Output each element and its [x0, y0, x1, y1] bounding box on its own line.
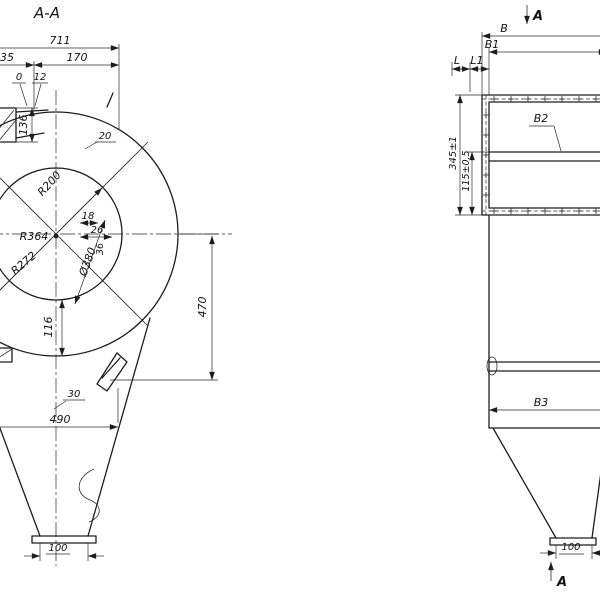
- lifting-lug: [106, 92, 114, 108]
- left-view: A-A 711 35 170 0 12 136 20 R200 18 R364 …: [0, 4, 232, 566]
- dim-label-26: 26: [91, 225, 104, 236]
- dim-label-0: 0: [16, 72, 22, 83]
- outlet-flange-left: [31, 535, 97, 544]
- radius-leader-r200: [55, 187, 103, 235]
- dim-label-100-left: 100: [48, 543, 67, 554]
- right-view: A B B1 L L1 B2 345±1 115±0.5 B3 100 A: [448, 5, 600, 590]
- dim-label-B: B: [500, 22, 508, 35]
- dim-label-116: 116: [42, 317, 55, 338]
- dia-line-380: [74, 219, 106, 305]
- right-extension-lines: [451, 32, 593, 559]
- shaft-boss: [486, 356, 498, 376]
- dim-label-711: 711: [50, 34, 71, 47]
- left-underlines: [12, 82, 116, 555]
- support-bracket: [0, 347, 13, 363]
- duct-inner-lines: [488, 151, 600, 162]
- dim-label-30: 30: [68, 389, 81, 400]
- dim-label-170: 170: [67, 51, 88, 64]
- section-label-bottom: A: [556, 575, 567, 590]
- bolt-hole-crosses-icon: [483, 96, 599, 214]
- dim-label-L1: L1: [470, 54, 483, 67]
- dim-label-B1: B1: [485, 38, 500, 51]
- radius-label-r364: R364: [20, 230, 49, 243]
- center-lines: [0, 90, 232, 566]
- dim-label-115: 115±0.5: [461, 150, 472, 191]
- inlet-flange: [0, 107, 17, 143]
- dim-label-18: 18: [82, 211, 95, 222]
- dim-label-36: 36: [95, 243, 106, 255]
- dim-label-470: 470: [196, 297, 209, 318]
- dim-label-B2: B2: [534, 112, 549, 125]
- dim-label-100-right: 100: [561, 542, 580, 553]
- section-label-top: A: [532, 9, 543, 24]
- outlet-flange-right: [549, 537, 597, 546]
- cone-outline: [0, 317, 151, 537]
- cone-side-outline: [488, 427, 600, 539]
- left-extension-lines: [16, 44, 218, 561]
- inlet-circle: [0, 167, 123, 301]
- dim-label-12: 12: [34, 72, 47, 83]
- inlet-flange-hatch-icon: [0, 109, 17, 141]
- section-title: A-A: [33, 4, 60, 22]
- right-underlines: [529, 125, 584, 555]
- radius-leader-r272: [0, 233, 57, 291]
- dim-label-35: 35: [0, 51, 14, 64]
- scroll-band-lines: [488, 361, 600, 372]
- bracket-hatch-icon: [0, 348, 13, 358]
- flange-outer-rect: [481, 94, 600, 216]
- drain-hook: [78, 468, 100, 523]
- dim-label-20: 20: [99, 131, 112, 142]
- radius-label-r200: R200: [35, 169, 64, 199]
- dim-label-L: L: [454, 54, 460, 67]
- radius-label-r272: R272: [9, 249, 39, 277]
- dim-label-490: 490: [50, 413, 71, 426]
- dim-label-345: 345±1: [448, 136, 459, 170]
- dim-label-B3: B3: [534, 396, 549, 409]
- dim-label-136: 136: [17, 115, 30, 136]
- damper-plate: [96, 352, 128, 392]
